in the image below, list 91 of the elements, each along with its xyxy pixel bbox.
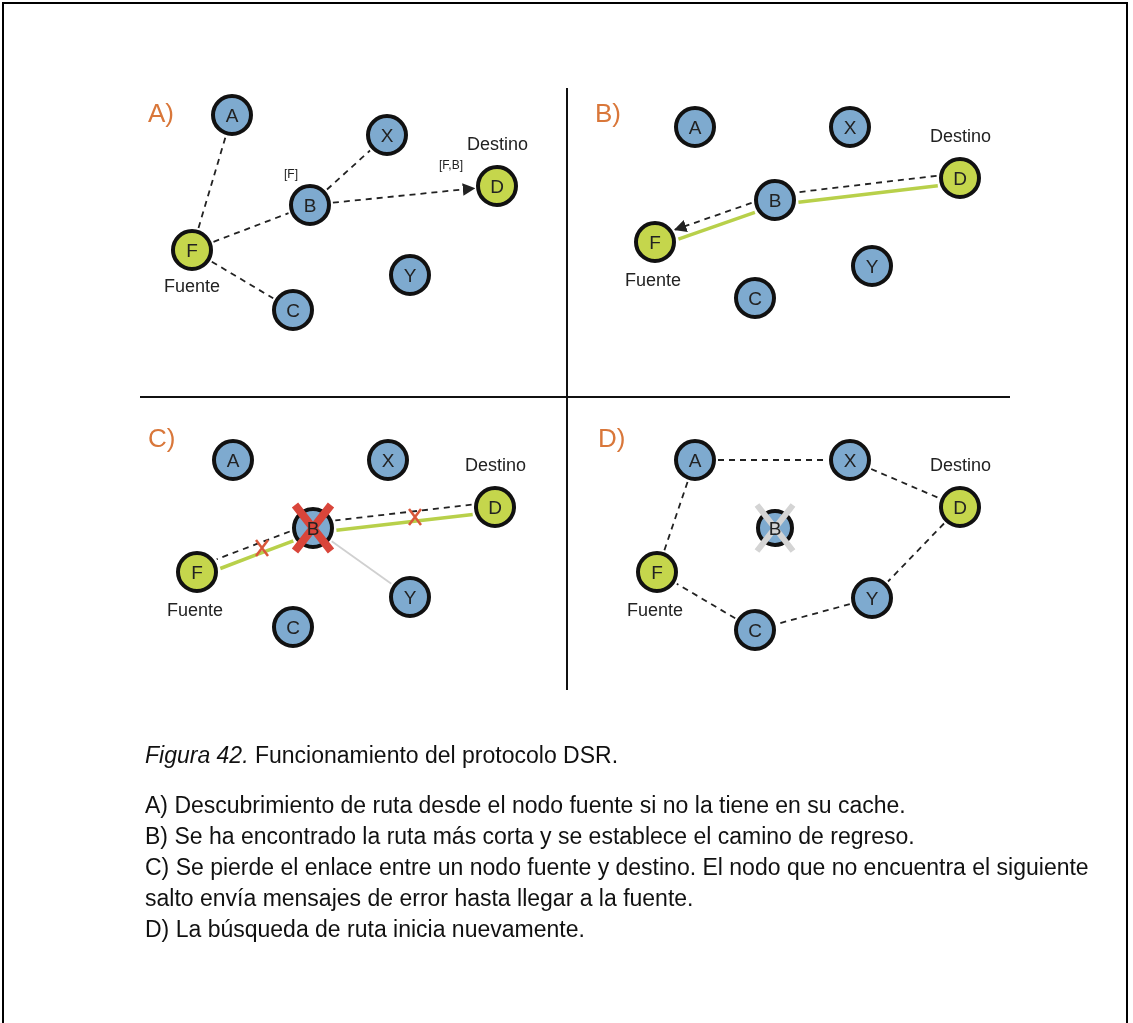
node-label: D [953,168,967,188]
network-node [939,157,981,199]
node-label: B [306,518,320,538]
network-node [476,165,518,207]
dashed-link [334,503,473,522]
node-label: F [651,562,663,582]
node-caption: Fuente [627,600,684,621]
network-node [211,94,253,136]
panel-label: C) [148,423,176,454]
network-node [851,245,893,287]
dashed-arrow [332,183,476,204]
node-label: C [748,620,762,640]
network-node [366,114,408,156]
dashed-link [887,522,945,583]
node-caption: [F,B] [439,158,463,172]
network-node [939,486,981,528]
link-line [798,183,938,204]
panel-label: A) [148,98,174,129]
description-text: A) Descubrimiento de ruta desde el nodo fuente si no la tiene en su cache. [145,791,907,820]
node-label: C [286,617,300,637]
network-node [674,106,716,148]
node-label: X [380,125,394,145]
node-label: A [688,450,702,470]
node-caption: Fuente [164,276,221,297]
node-caption: Destino [465,455,527,476]
dashed-link [675,582,737,620]
network-node [171,229,213,271]
node-label: X [843,450,857,470]
network-node [389,576,431,618]
node-label: C [286,300,300,320]
node-label: X [843,117,857,137]
network-node [636,551,678,593]
network-node [389,254,431,296]
node-label: D [953,497,967,517]
network-node [272,606,314,648]
network-node [674,439,716,481]
node-label: F [186,240,198,260]
node-caption: Fuente [625,270,682,291]
node-label: D [488,497,502,517]
network-node [829,106,871,148]
dashed-link [796,174,938,194]
network-node [734,609,776,651]
network-node [289,184,331,226]
dashed-link [197,136,227,229]
node-label: Y [865,256,879,276]
description-text: B) Se ha encontrado la ruta más corta y se establece el camino de regreso. [145,822,916,851]
node-label: X [381,450,395,470]
link-line [330,540,393,585]
network-node [367,439,409,481]
dashed-link [870,468,940,499]
link-line [677,210,756,241]
network-node [851,577,893,619]
node-label: C [748,288,762,308]
node-label: B [768,518,782,538]
node-label: Y [865,588,879,608]
dashed-link [212,212,290,243]
node-caption: Destino [930,455,992,476]
description-text: D) La búsqueda de ruta inicia nuevamente. [145,915,586,944]
node-label: F [649,232,661,252]
node-label: Y [403,587,417,607]
node-label: A [225,105,239,125]
network-node [272,289,314,331]
network-node [212,439,254,481]
network-node [754,179,796,221]
node-label: F [191,562,203,582]
figure-caption: Figura 42. Funcionamiento del protocolo DSR. [145,741,620,770]
dashed-link [663,480,689,552]
node-caption: Fuente [167,600,224,621]
node-label: B [303,195,317,215]
dashed-link [210,260,275,300]
node-label: D [490,176,504,196]
link-line [219,539,294,571]
node-caption: Destino [467,134,529,155]
dashed-link [326,149,371,191]
node-label: Y [403,265,417,285]
dashed-arrow [673,202,753,232]
panel-label: D) [598,423,626,454]
description-text: C) Se pierde el enlace entre un nodo fuente y destino. El nodo que no encuentra el siguiente salto envía mensajes de error hasta llegar a la fuente. [145,853,1090,913]
network-node [176,551,218,593]
network-node [734,277,776,319]
link-line [336,512,473,533]
network-node [829,439,871,481]
node-caption: Destino [930,126,992,147]
node-label: A [226,450,240,470]
panel-label: B) [595,98,621,129]
node-label: B [768,190,782,210]
network-node [474,486,516,528]
network-node [634,221,676,263]
node-label: A [688,117,702,137]
node-caption: [F] [284,167,298,181]
dashed-link [215,530,291,561]
